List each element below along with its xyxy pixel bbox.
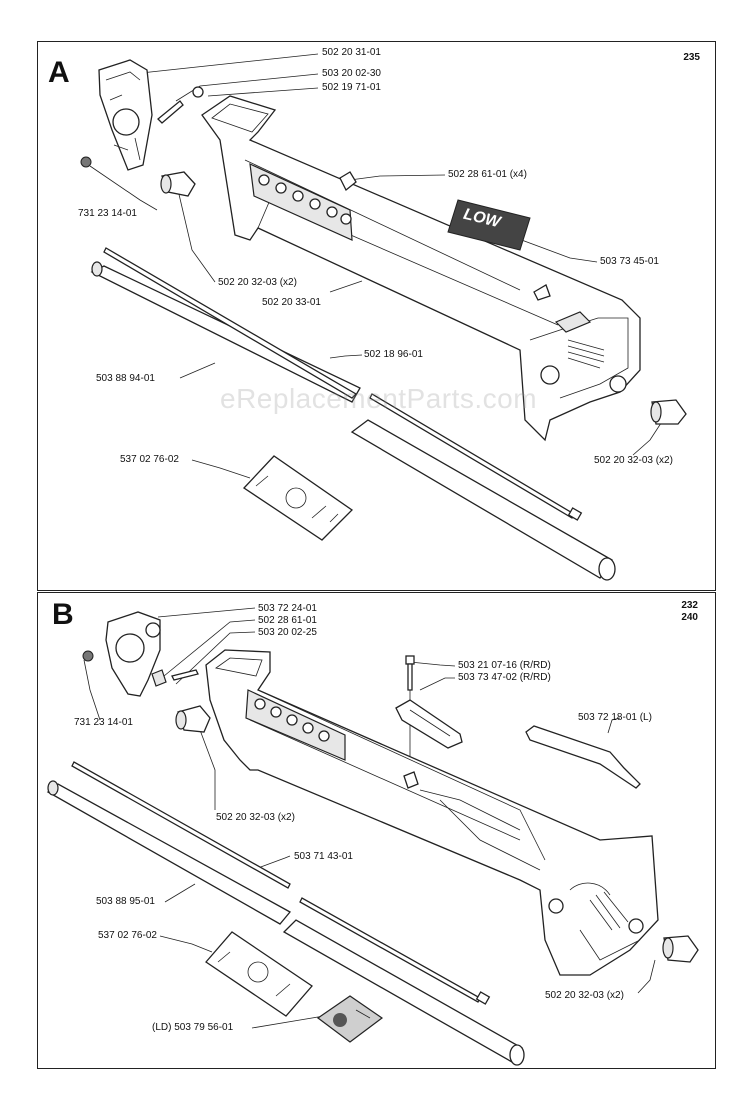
panel-b-models: 232 240 bbox=[650, 600, 698, 624]
damper-right-b bbox=[662, 935, 699, 963]
label-b-safety-decal: 537 02 76-02 bbox=[98, 930, 157, 941]
label-b-tube: 503 88 95-01 bbox=[96, 896, 155, 907]
label-a-safety-decal: 537 02 76-02 bbox=[120, 454, 179, 465]
label-b-damper: 502 20 32-03 (x2) bbox=[216, 812, 295, 823]
label-a-clips: 502 28 61-01 (x4) bbox=[448, 169, 527, 180]
vent-holes-b bbox=[254, 698, 330, 742]
damper-right-a bbox=[650, 399, 687, 425]
throttle-lever-b bbox=[525, 725, 641, 789]
damper-left-a bbox=[160, 171, 196, 197]
label-b-screw: 503 20 02-25 bbox=[258, 627, 317, 638]
panel-a-leader-lines bbox=[89, 53, 666, 479]
low-decal bbox=[447, 199, 531, 251]
clip-b bbox=[403, 771, 419, 789]
shaft-housing-b bbox=[205, 649, 659, 976]
safety-decal-a bbox=[243, 455, 354, 541]
panel-b-letter: B bbox=[52, 598, 74, 631]
panel-b-drawing bbox=[46, 607, 699, 1066]
safety-decal-b bbox=[205, 931, 313, 1017]
panel-b-model-1: 232 bbox=[681, 600, 698, 611]
outer-tube-a bbox=[90, 261, 616, 581]
label-b-locknut: 731 23 14-01 bbox=[74, 717, 133, 728]
bracket-b bbox=[395, 699, 463, 749]
clips-a bbox=[339, 171, 551, 301]
ld-decal-b bbox=[316, 995, 384, 1043]
drive-shaft-b bbox=[71, 761, 491, 1005]
watermark: eReplacementParts.com bbox=[220, 383, 538, 414]
label-a-damper: 502 20 32-03 (x2) bbox=[218, 277, 297, 288]
screw-a bbox=[157, 86, 204, 124]
label-a-tube: 503 88 94-01 bbox=[96, 373, 155, 384]
label-a-housing: 502 20 33-01 bbox=[262, 297, 321, 308]
bolt-b bbox=[405, 655, 415, 691]
panel-b bbox=[37, 592, 716, 1069]
vent-holes-a bbox=[258, 174, 352, 225]
label-b-bolt: 503 21 07-16 (R/RD) bbox=[458, 660, 551, 671]
panel-a-models: 235 bbox=[683, 52, 700, 63]
label-b-damper-right: 502 20 32-03 (x2) bbox=[545, 990, 624, 1001]
label-b-lever: 503 72 18-01 (L) bbox=[578, 712, 652, 723]
label-a-screw: 503 20 02-30 bbox=[322, 68, 381, 79]
label-b-bracket: 503 73 47-02 (R/RD) bbox=[458, 672, 551, 683]
grip-handle-b bbox=[82, 611, 199, 697]
label-b-shaft: 503 71 43-01 bbox=[294, 851, 353, 862]
label-a-shaft: 502 18 96-01 bbox=[364, 349, 423, 360]
panel-a-drawing bbox=[80, 53, 687, 581]
label-a-damper-right: 502 20 32-03 (x2) bbox=[594, 455, 673, 466]
shaft-housing-a bbox=[201, 95, 641, 442]
panel-b-model-2: 240 bbox=[681, 612, 698, 623]
label-a-grip: 502 20 31-01 bbox=[322, 47, 381, 58]
label-b-clip: 502 28 61-01 bbox=[258, 615, 317, 626]
grip-handle-a bbox=[80, 59, 153, 171]
damper-left-b bbox=[175, 705, 211, 733]
panel-a bbox=[37, 41, 716, 591]
label-a-decal: 503 73 45-01 bbox=[600, 256, 659, 267]
label-b-grip: 503 72 24-01 bbox=[258, 603, 317, 614]
outer-tube-b bbox=[46, 780, 525, 1066]
panel-a-letter: A bbox=[48, 56, 70, 89]
drive-shaft-a bbox=[103, 247, 583, 521]
label-a-locknut: 731 23 14-01 bbox=[78, 208, 137, 219]
label-b-ld-decal: (LD) 503 79 56-01 bbox=[152, 1022, 234, 1033]
label-a-nut: 502 19 71-01 bbox=[322, 82, 381, 93]
